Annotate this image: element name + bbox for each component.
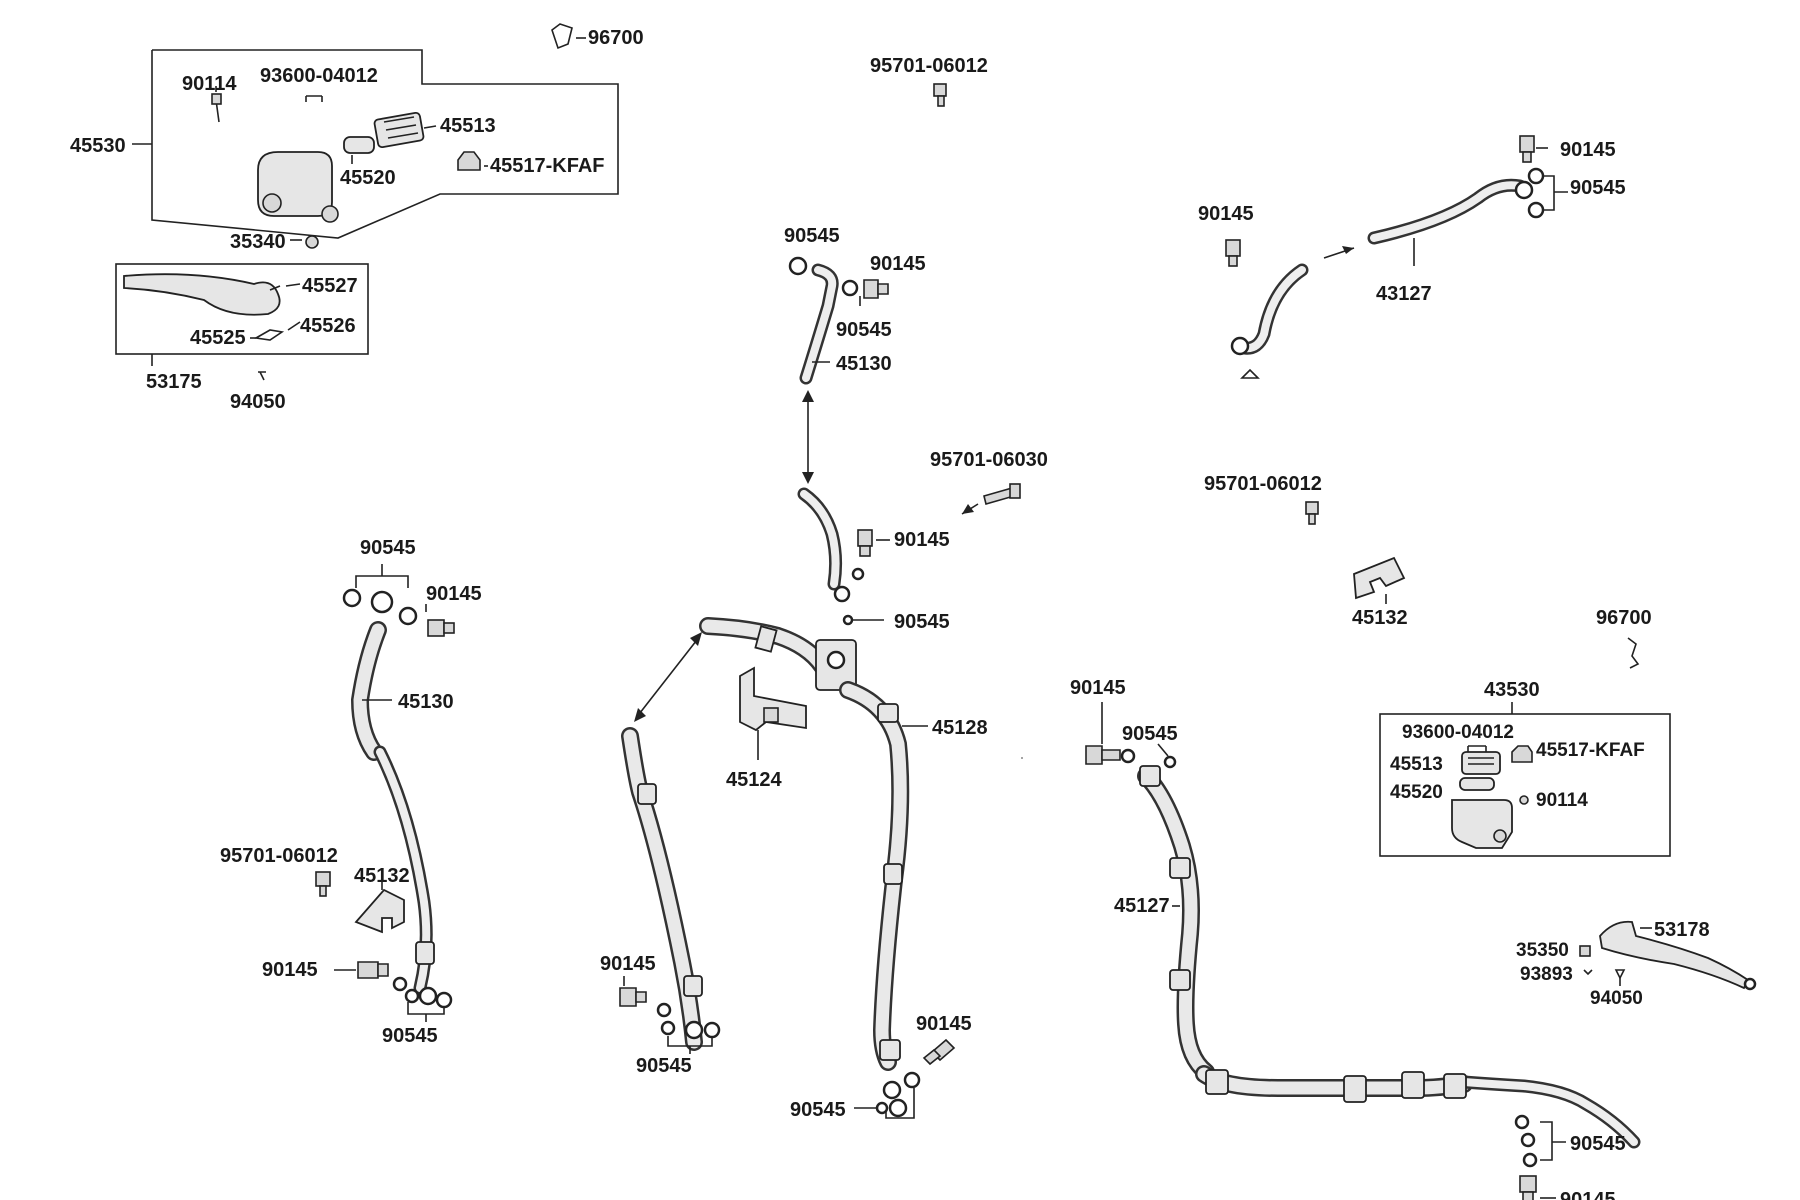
- label-90145-rh: 90145: [1070, 677, 1126, 699]
- label-53175: 53175: [146, 371, 202, 393]
- label-45527: 45527: [302, 275, 358, 297]
- label-45124: 45124: [726, 769, 782, 791]
- label-93600-04012-r: 93600-04012: [1402, 722, 1514, 743]
- hose-45130-left: 90545 90145 45130 95701-06012 45132 9014…: [220, 537, 482, 1047]
- brake-lever-left: [123, 273, 281, 316]
- label-45513-r: 45513: [1390, 754, 1443, 775]
- label-96700-r: 96700: [1596, 607, 1652, 629]
- bolt-95701-06030: 95701-06030: [930, 449, 1048, 515]
- label-90145-left-bot: 90145: [262, 959, 318, 981]
- brake-lever-right: 53178 35350 93893 94050: [1516, 919, 1757, 1009]
- label-45517-kfaf: 45517-KFAF: [490, 155, 605, 177]
- label-94050-r: 94050: [1590, 988, 1643, 1009]
- junction-hose-section: 90145 90545: [797, 487, 950, 633]
- master-cylinder-kit-right: 43530 93600-04012 45517-KFAF 45513 45520…: [1379, 679, 1671, 857]
- label-45517-kfaf-r: 45517-KFAF: [1536, 740, 1645, 761]
- banjo-bolt-45517: [457, 151, 481, 171]
- reservoir-cap-45513: [373, 111, 425, 149]
- label-43530: 43530: [1484, 679, 1540, 701]
- label-90145-tr-b: 90145: [1198, 203, 1254, 225]
- label-90145-br: 90145: [1560, 1189, 1616, 1200]
- label-45525: 45525: [190, 327, 246, 349]
- right-middle-parts: 95701-06012 45132 96700: [1204, 473, 1652, 669]
- label-90545-mid-top2: 90545: [836, 319, 892, 341]
- label-95701-06012-top: 95701-06012: [870, 55, 988, 77]
- label-45513: 45513: [440, 115, 496, 137]
- kit-box-45530: [151, 49, 619, 239]
- label-95701-06030: 95701-06030: [930, 449, 1048, 471]
- label-90545-rh: 90545: [1122, 723, 1178, 745]
- hose-45130-upper: 90545 90145 90545 45130: [784, 225, 926, 484]
- label-90145-cr-bot: 90145: [916, 1013, 972, 1035]
- label-93893: 93893: [1520, 964, 1573, 985]
- label-90545-mid2: 90545: [894, 611, 950, 633]
- lever-kit-left: 45527 45526 45525 53175 94050: [115, 263, 369, 413]
- label-90545-cr-bot: 90545: [790, 1099, 846, 1121]
- kit-box-43530: [1379, 713, 1671, 857]
- reservoir-cap-right: [1461, 751, 1501, 775]
- label-90145-cl-bot: 90145: [600, 953, 656, 975]
- label-45132-r: 45132: [1352, 607, 1408, 629]
- label-90545-mid-top: 90545: [784, 225, 840, 247]
- hose-clamp-45132-right: [1353, 556, 1406, 600]
- label-45130-mid: 45130: [836, 353, 892, 375]
- kit-box-53175: [115, 263, 369, 355]
- hose-45128-y-junction: 45124 45128 90145 90545 90145 90545: [600, 617, 988, 1121]
- label-90114: 90114: [182, 73, 237, 95]
- label-53178: 53178: [1654, 919, 1710, 941]
- master-cylinder-kit-left: 96700 95701-06012 90114 93600-04012 4551…: [70, 27, 988, 253]
- label-35340: 35340: [230, 231, 286, 253]
- label-90114-r: 90114: [1536, 790, 1588, 811]
- label-45530: 45530: [70, 135, 126, 157]
- label-95701-06012-r: 95701-06012: [1204, 473, 1322, 495]
- label-45132-left: 45132: [354, 865, 410, 887]
- label-96700-top: 96700: [588, 27, 644, 49]
- clip-96700-top: [551, 23, 586, 50]
- label-90545-br: 90545: [1570, 1133, 1626, 1155]
- bracket-45124: [739, 666, 807, 732]
- label-90145-left: 90145: [426, 583, 482, 605]
- label-45520-r: 45520: [1390, 782, 1443, 803]
- hose-45127: 90145 90545 45127 90545 90145: [1070, 677, 1641, 1200]
- label-90145-mid2: 90145: [894, 529, 950, 551]
- hose-43127: 90145 90545 90145 43127: [1198, 135, 1626, 379]
- label-45127: 45127: [1114, 895, 1170, 917]
- label-90545-tr: 90545: [1570, 177, 1626, 199]
- brake-lever-53178: [1599, 920, 1750, 990]
- label-95701-06012-left: 95701-06012: [220, 845, 338, 867]
- bolt-95701-06012-top: [933, 83, 947, 107]
- label-90545-left-bot: 90545: [382, 1025, 438, 1047]
- label-90145-tr-a: 90145: [1560, 139, 1616, 161]
- label-90145-mid-top: 90145: [870, 253, 926, 275]
- label-35350: 35350: [1516, 940, 1569, 961]
- label-45526: 45526: [300, 315, 356, 337]
- hose-clamp-45132-left: [354, 888, 405, 934]
- label-93600-04012: 93600-04012: [260, 65, 378, 87]
- diaphragm-45520: [343, 136, 375, 154]
- label-90545-left: 90545: [360, 537, 416, 559]
- label-94050: 94050: [230, 391, 286, 413]
- label-45130-left: 45130: [398, 691, 454, 713]
- label-43127: 43127: [1376, 283, 1432, 305]
- label-45520: 45520: [340, 167, 396, 189]
- label-45128: 45128: [932, 717, 988, 739]
- label-90545-cl-bot: 90545: [636, 1055, 692, 1077]
